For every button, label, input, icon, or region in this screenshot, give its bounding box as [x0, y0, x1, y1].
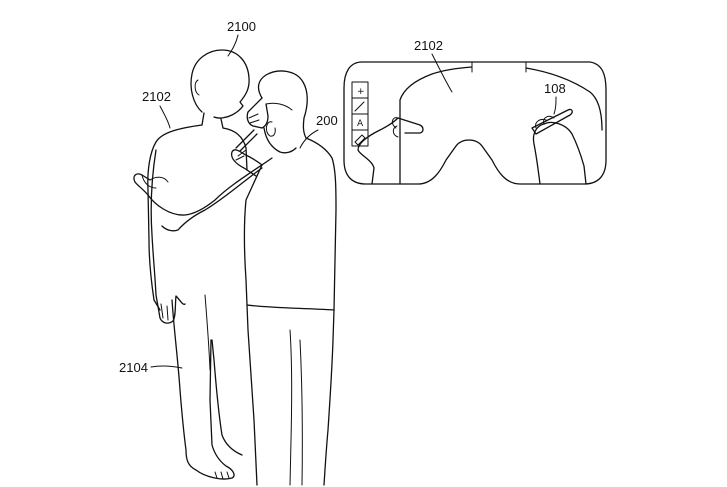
label-outline: 2104	[119, 360, 148, 375]
text-icon[interactable]: A	[357, 119, 364, 129]
pen-icon[interactable]	[354, 101, 365, 112]
examiner-back	[305, 137, 337, 311]
view-body-shoulder	[525, 67, 603, 131]
examiner-stylus	[235, 129, 258, 152]
patient-leg-left	[171, 299, 235, 480]
patient-torso-right	[222, 127, 248, 171]
patient-leg-right	[211, 339, 243, 456]
label-device: 200	[316, 113, 338, 128]
label-body-right: 2102	[414, 38, 443, 53]
view-toolbar: + A	[351, 81, 369, 147]
examiner-forearm	[230, 149, 263, 177]
patient-figure	[147, 49, 250, 480]
examiner-arm-under	[161, 167, 263, 232]
plus-icon[interactable]: +	[357, 87, 365, 97]
headset-frame	[246, 97, 269, 129]
leader-person	[227, 34, 239, 57]
leader-body-right	[431, 53, 453, 93]
eraser-icon[interactable]	[354, 134, 366, 146]
view-left-fingers	[391, 117, 399, 138]
patient-head	[190, 49, 250, 119]
patient-hand-fingers	[160, 303, 169, 321]
examiner-ear	[265, 121, 276, 137]
examiner-leg-inner	[289, 329, 303, 486]
label-stylus: 108	[544, 81, 566, 96]
leader-stylus	[553, 96, 557, 115]
examiner-arm-back	[133, 157, 273, 216]
leader-outline	[150, 365, 183, 369]
headset-strap	[265, 102, 293, 111]
examiner-figure	[133, 70, 337, 486]
patient-ear	[194, 79, 200, 96]
examiner-leg-right	[323, 309, 335, 486]
examiner-leg-left	[246, 304, 258, 486]
reference-labels: 2100 2102 200 2102 108 2104	[119, 19, 566, 375]
examiner-jaw	[263, 127, 297, 154]
patient-arm	[150, 149, 186, 324]
examiner-front	[243, 164, 263, 306]
label-person: 2100	[227, 19, 256, 34]
view-stylus	[531, 108, 573, 135]
label-body-left: 2102	[142, 89, 171, 104]
patient-torso-left	[147, 124, 203, 311]
view-body-outline	[399, 66, 473, 185]
examiner-head	[257, 70, 308, 139]
headset-lens	[248, 113, 260, 124]
examiner-hip	[246, 304, 335, 311]
leader-device	[299, 129, 319, 149]
goggle-outline	[343, 61, 607, 185]
patient-inner-leg	[204, 294, 211, 371]
examiner-hand-on-back	[141, 174, 169, 189]
leader-body-left	[159, 105, 171, 129]
view-left-hand	[357, 117, 424, 185]
headset-view: + A	[343, 61, 607, 185]
examiner-fingers	[235, 149, 247, 161]
patient-neck	[201, 112, 224, 129]
patient-toes	[214, 471, 230, 480]
